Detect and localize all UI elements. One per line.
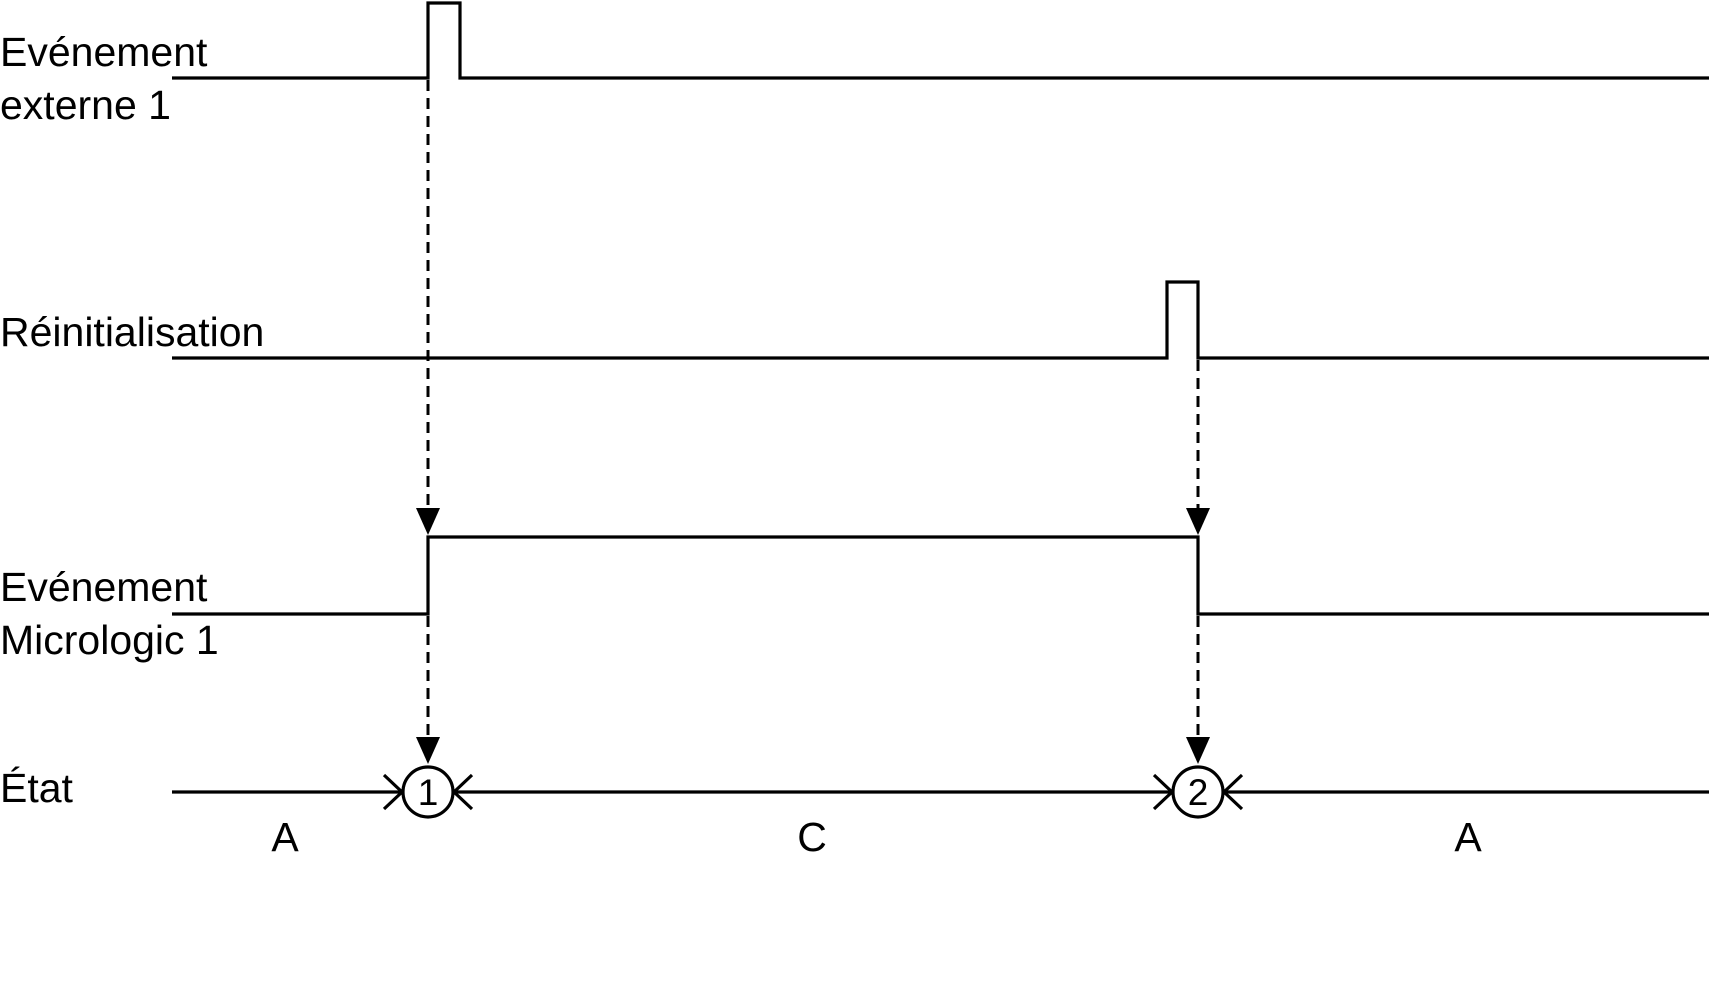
state-marker-1 xyxy=(401,765,455,819)
state-marker-2 xyxy=(1171,765,1225,819)
micrologic-event-label-line1: Evénement xyxy=(0,564,208,610)
arrow-down-icon xyxy=(1186,508,1210,535)
state-segment-label-3: A xyxy=(1454,814,1482,860)
external-event-label-line2: externe 1 xyxy=(0,82,171,128)
external-event-label-line1: Evénement xyxy=(0,29,208,75)
arrow-down-icon xyxy=(416,508,440,535)
arrow-down-icon xyxy=(1186,737,1210,764)
micrologic-event-waveform xyxy=(172,535,1709,616)
external-event-waveform xyxy=(172,1,1709,80)
state-marker-1-number: 1 xyxy=(418,772,439,813)
state-row-label: État xyxy=(0,765,74,811)
state-segment-label-2: C xyxy=(797,814,827,860)
reset-waveform xyxy=(172,280,1709,360)
arrow-down-icon xyxy=(416,737,440,764)
state-segment-label-1: A xyxy=(271,814,299,860)
state-marker-2-number: 2 xyxy=(1188,772,1209,813)
micrologic-event-label-line2: Micrologic 1 xyxy=(0,617,219,663)
reset-label: Réinitialisation xyxy=(0,309,264,355)
